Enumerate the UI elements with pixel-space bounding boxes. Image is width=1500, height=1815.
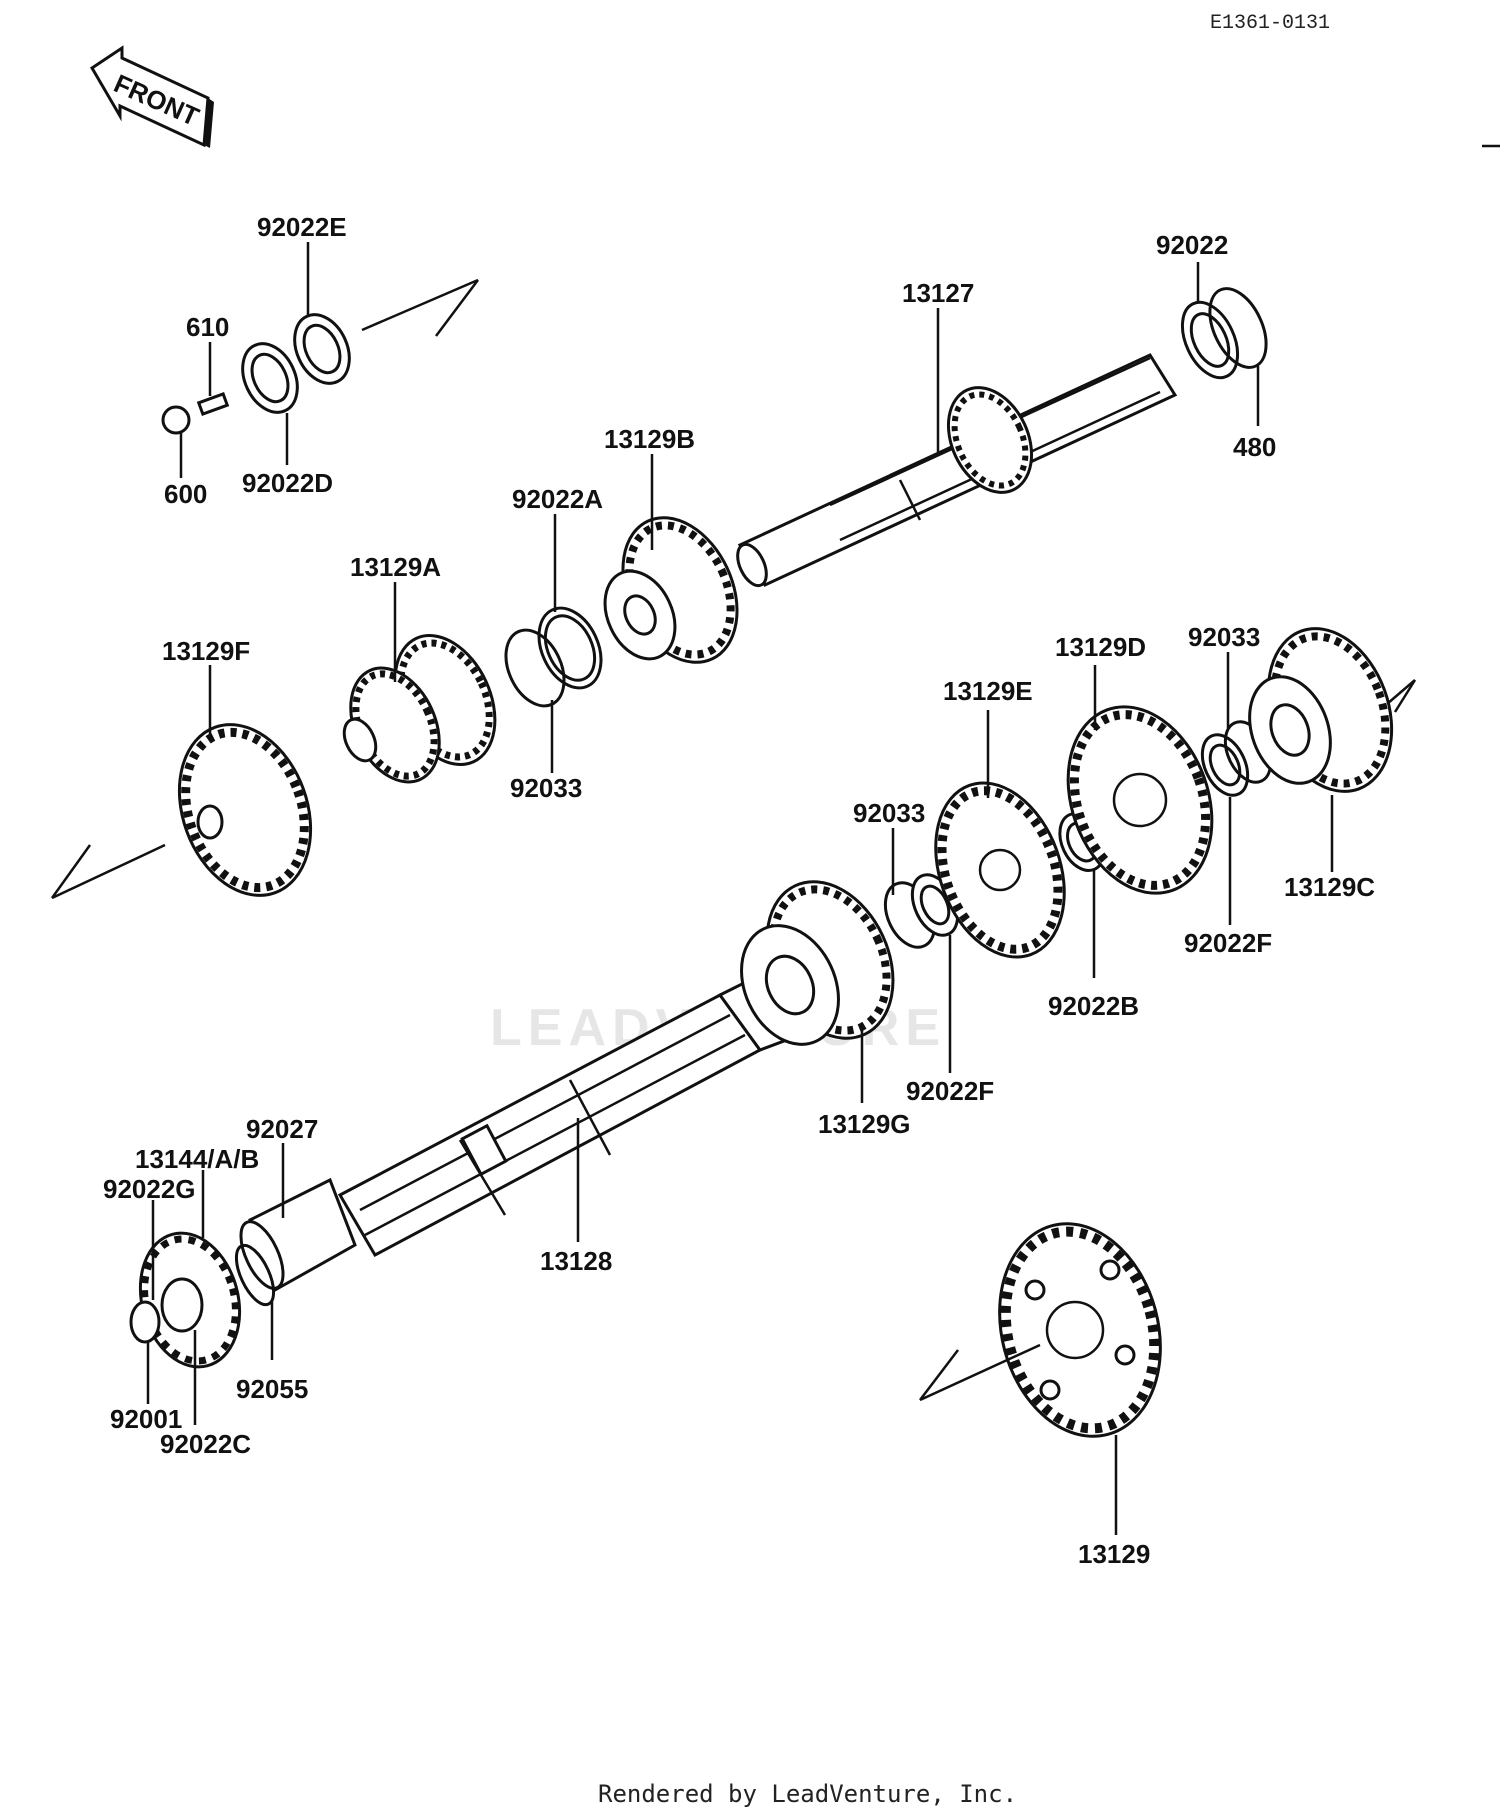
label-92022B: 92022B: [1048, 991, 1139, 1021]
washer-92022: [1180, 300, 1240, 380]
gear-13129B: [603, 516, 739, 664]
shaft-13127: [736, 353, 1178, 588]
diagram-code: E1361-0131: [1210, 12, 1330, 35]
label-92022F-lower: 92022F: [906, 1076, 994, 1106]
label-610: 610: [186, 312, 229, 342]
gear-13129A: [342, 634, 497, 784]
circlip-480: [1208, 287, 1268, 369]
washer-92022F-upper: [1200, 733, 1250, 797]
label-92022F-upper: 92022F: [1184, 928, 1272, 958]
washer-92022D: [241, 342, 299, 414]
gear-13129E: [934, 781, 1066, 959]
label-13129A: 13129A: [350, 552, 441, 582]
label-13144AB: 13144/A/B: [135, 1144, 259, 1174]
label-13129C: 13129C: [1284, 872, 1375, 902]
washer-92022A: [537, 606, 603, 690]
gear-13129F: [177, 723, 313, 897]
gear-13129: [998, 1222, 1162, 1438]
axis-line-upper-tick: [435, 279, 479, 337]
label-92027: 92027: [246, 1114, 318, 1144]
collar-92027: [239, 1177, 357, 1293]
sprocket-13144: [138, 1231, 242, 1369]
label-92055: 92055: [236, 1374, 308, 1404]
label-13129: 13129: [1078, 1539, 1150, 1569]
label-600: 600: [164, 479, 207, 509]
leader-lines: [146, 242, 1334, 1535]
label-13129D: 13129D: [1055, 632, 1146, 662]
nut-92001: [129, 1300, 161, 1344]
axis-line-upper-left: [361, 278, 479, 332]
label-92022: 92022: [1156, 230, 1228, 260]
gear-13129G: [740, 880, 895, 1046]
footer-credit: Rendered by LeadVenture, Inc.: [598, 1780, 1017, 1808]
pin-610: [196, 391, 230, 417]
gear-13129D: [1066, 705, 1214, 895]
axis-line-bottom-tick: [919, 1349, 959, 1401]
label-92022A: 92022A: [512, 484, 603, 514]
label-13127: 13127: [902, 278, 974, 308]
axis-line-left: [51, 843, 166, 900]
ball-600: [161, 405, 191, 435]
label-13129B: 13129B: [604, 424, 695, 454]
label-92033-right: 92033: [1188, 622, 1260, 652]
label-92022C: 92022C: [160, 1429, 251, 1459]
label-92022D: 92022D: [242, 468, 333, 498]
label-480: 480: [1233, 432, 1276, 462]
label-92022G: 92022G: [103, 1174, 196, 1204]
label-92001: 92001: [110, 1404, 182, 1434]
label-13129E: 13129E: [943, 676, 1033, 706]
label-92022E: 92022E: [257, 212, 347, 242]
label-92033-upper: 92033: [510, 773, 582, 803]
label-13129G: 13129G: [818, 1109, 911, 1139]
washer-92022E: [293, 313, 351, 385]
gear-13129C: [1248, 627, 1394, 793]
front-arrow-icon: FRONT: [89, 45, 214, 148]
label-13129F: 13129F: [162, 636, 250, 666]
axis-line-right-tick: [1393, 679, 1417, 713]
label-92033-middle: 92033: [853, 798, 925, 828]
label-13128: 13128: [540, 1246, 612, 1276]
axis-line-bottom: [919, 1343, 1041, 1402]
oil-seal-92055: [234, 1243, 276, 1307]
axis-line-left-tick: [50, 844, 92, 899]
